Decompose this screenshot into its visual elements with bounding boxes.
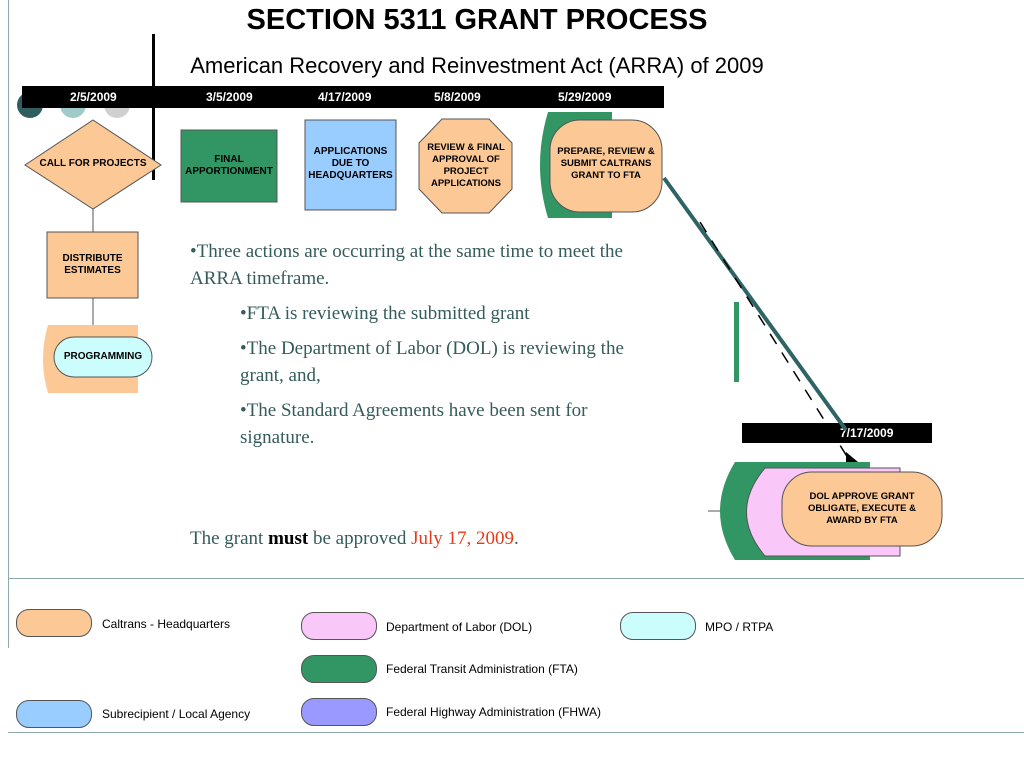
legend-swatch-subrecipient: [16, 700, 92, 728]
left-border-line: [8, 0, 9, 648]
legend-label-caltrans: Caltrans - Headquarters: [102, 617, 231, 631]
must-mid: be approved: [308, 528, 412, 549]
review-octagon-shape: [418, 118, 513, 214]
final-apportionment-label: FINAL APPORTIONMENT: [185, 154, 273, 177]
timeline-date-5: 5/29/2009: [558, 90, 612, 104]
legend-top-line: [8, 578, 1024, 579]
must-date: July 17, 2009: [411, 528, 515, 549]
connector-prepare-to-dol: [662, 176, 848, 432]
timeline-bar: 2/5/2009 3/5/2009 4/17/2009 5/8/2009 5/2…: [22, 86, 664, 108]
applications-due-label: APPLICATIONS DUE TO HEADQUARTERS: [308, 146, 393, 181]
timeline-date-2: 3/5/2009: [206, 90, 253, 104]
bullet-list: •Three actions are occurring at the same…: [190, 238, 640, 459]
timeline-date-1: 2/5/2009: [70, 90, 117, 104]
applications-due-shape: [304, 119, 397, 211]
prepare-review-shape: [549, 119, 663, 213]
bullet-intro: •Three actions are occurring at the same…: [190, 241, 623, 289]
bullet-agreements: •The Standard Agreements have been sent …: [240, 400, 588, 448]
review-final-label: REVIEW & FINAL APPROVAL OF PROJECT APPLI…: [427, 142, 505, 189]
legend-swatch-dol: [301, 612, 377, 640]
prepare-review-label: PREPARE, REVIEW & SUBMIT CALTRANS GRANT …: [557, 146, 655, 181]
bullet-dol: •The Department of Labor (DOL) is review…: [240, 338, 624, 386]
programming-shape: [53, 336, 153, 378]
page-title: SECTION 5311 GRANT PROCESS: [246, 4, 708, 36]
distribute-estimates-shape: [46, 231, 139, 299]
legend-label-dol: Department of Labor (DOL): [386, 620, 533, 634]
timeline-date-final: 7/17/2009: [840, 426, 894, 440]
distribute-estimates-label: DISTRIBUTE ESTIMATES: [62, 253, 123, 276]
timeline-bar-final: 7/17/2009: [742, 423, 932, 443]
arrowhead-icon: [846, 452, 858, 464]
bullet-fta: •FTA is reviewing the submitted grant: [240, 303, 530, 324]
legend-swatch-fta: [301, 655, 377, 683]
timeline-date-4: 5/8/2009: [434, 90, 481, 104]
fta-green-strip: [734, 302, 739, 382]
dol-approve-shape: [781, 471, 943, 547]
legend-label-fta: Federal Transit Administration (FTA): [386, 662, 578, 676]
legend: Caltrans - Headquarters Department of La…: [0, 590, 1024, 740]
final-apportionment-shape: [180, 129, 278, 203]
timeline-date-3: 4/17/2009: [318, 90, 372, 104]
legend-bottom-line: [8, 732, 1024, 733]
legend-swatch-fhwa: [301, 698, 377, 726]
connector-dashed-arrow: [699, 221, 849, 459]
must-emphasis: must: [268, 528, 309, 549]
legend-swatch-mpo: [620, 612, 696, 640]
legend-label-subrecipient: Subrecipient / Local Agency: [102, 707, 251, 721]
call-for-projects-shape: [24, 119, 162, 210]
page-subtitle: American Recovery and Reinvestment Act (…: [190, 53, 764, 78]
must-pre: The grant: [190, 528, 269, 549]
legend-label-fhwa: Federal Highway Administration (FHWA): [386, 705, 601, 719]
dol-approve-label: DOL APPROVE GRANT OBLIGATE, EXECUTE & AW…: [807, 491, 917, 526]
legend-label-mpo: MPO / RTPA: [705, 620, 774, 634]
call-for-projects-label: CALL FOR PROJECTS: [39, 158, 147, 169]
must-end: .: [514, 528, 519, 549]
programming-label: PROGRAMMING: [63, 351, 143, 362]
legend-swatch-caltrans: [16, 609, 92, 637]
approval-deadline-text: The grant must be approved July 17, 2009…: [190, 528, 519, 550]
